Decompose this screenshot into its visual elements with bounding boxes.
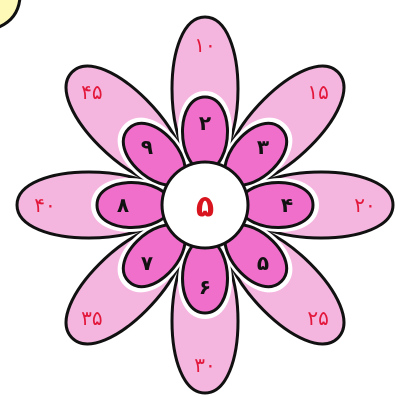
outer-petal-number: ۴۵	[81, 80, 102, 104]
outer-petal-number: ۴۰	[34, 193, 55, 217]
inner-petal-number: ۹	[141, 135, 153, 159]
outer-petal-number: ۳۰	[194, 353, 215, 377]
inner-petal-number: ۵	[257, 251, 269, 275]
center-number: ۵	[196, 190, 214, 225]
inner-petal-number: ۲	[199, 111, 211, 135]
inner-petal-number: ۴	[281, 193, 293, 217]
outer-petal-number: ۱۵	[307, 80, 328, 104]
outer-petal-number: ۲۵	[307, 306, 328, 330]
outer-petal-number: ۱۰	[194, 33, 215, 57]
inner-petal-number: ۸	[117, 193, 129, 217]
outer-petal-number: ۲۰	[354, 193, 375, 217]
inner-petal-number: ۳	[257, 135, 269, 159]
inner-petal-number: ۷	[141, 251, 153, 275]
outer-petal-number: ۳۵	[81, 306, 102, 330]
corner-bubble	[0, 0, 20, 30]
inner-petal-number: ۶	[199, 275, 211, 299]
